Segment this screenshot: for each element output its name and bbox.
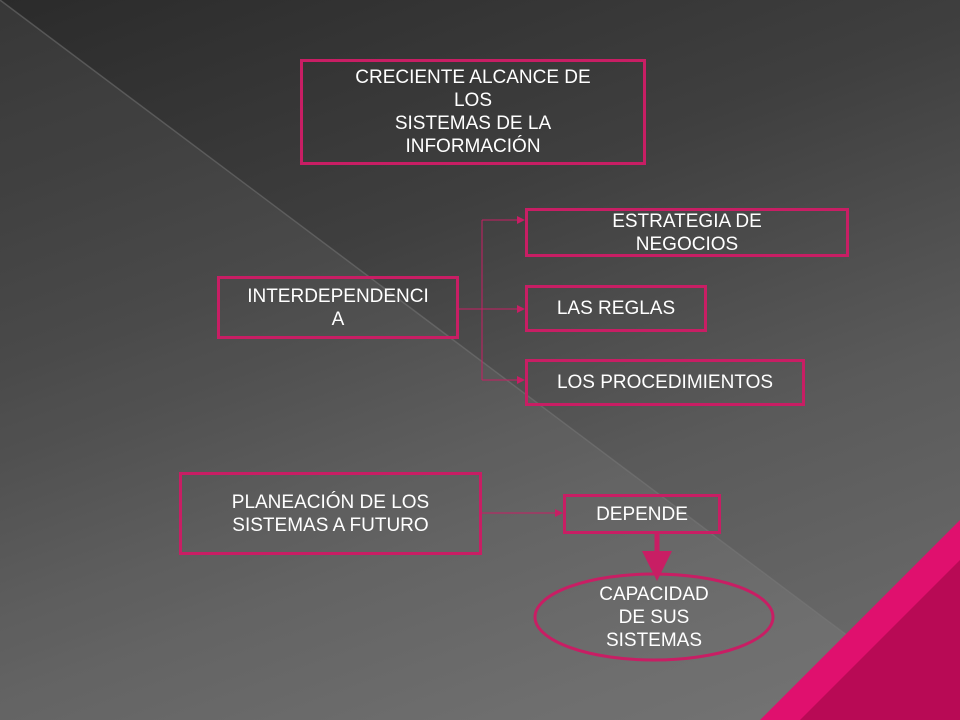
node-creciente-line-1: CRECIENTE ALCANCE DE <box>355 67 591 88</box>
node-estrategia-negocios: ESTRATEGIA DE NEGOCIOS <box>525 208 849 257</box>
node-planeacion-line-1: PLANEACIÓN DE LOS <box>231 491 430 513</box>
node-procedimientos-line-1: LOS PROCEDIMIENTOS <box>556 372 774 393</box>
node-reglas-line-1: LAS REGLAS <box>556 298 676 319</box>
node-capacidad-line-3: SISTEMAS <box>605 629 703 651</box>
node-creciente-line-3: SISTEMAS DE LA <box>394 113 552 134</box>
node-creciente-line-2: LOS <box>453 90 492 111</box>
node-interdependencia: INTERDEPENDENCI A <box>217 276 459 339</box>
node-los-procedimientos: LOS PROCEDIMIENTOS <box>525 359 805 406</box>
node-depende-line-1: DEPENDE <box>596 503 688 525</box>
node-interdependencia-line-1: INTERDEPENDENCI <box>247 285 429 307</box>
node-estrategia-line-2: NEGOCIOS <box>635 233 739 255</box>
node-planeacion: PLANEACIÓN DE LOS SISTEMAS A FUTURO <box>179 472 482 555</box>
node-creciente-alcance: CRECIENTE ALCANCE DE LOS SISTEMAS DE LA … <box>300 59 646 165</box>
node-estrategia-line-1: ESTRATEGIA DE <box>612 210 762 232</box>
node-capacidad: CAPACIDAD DE SUS SISTEMAS <box>560 575 748 659</box>
node-interdependencia-line-2: A <box>331 308 345 330</box>
node-creciente-line-4: INFORMACIÓN <box>405 136 541 157</box>
node-planeacion-line-2: SISTEMAS A FUTURO <box>232 514 429 536</box>
node-capacidad-line-1: CAPACIDAD <box>599 583 709 605</box>
node-las-reglas: LAS REGLAS <box>525 285 707 332</box>
node-capacidad-line-2: DE SUS <box>618 606 690 628</box>
node-depende: DEPENDE <box>563 494 721 534</box>
